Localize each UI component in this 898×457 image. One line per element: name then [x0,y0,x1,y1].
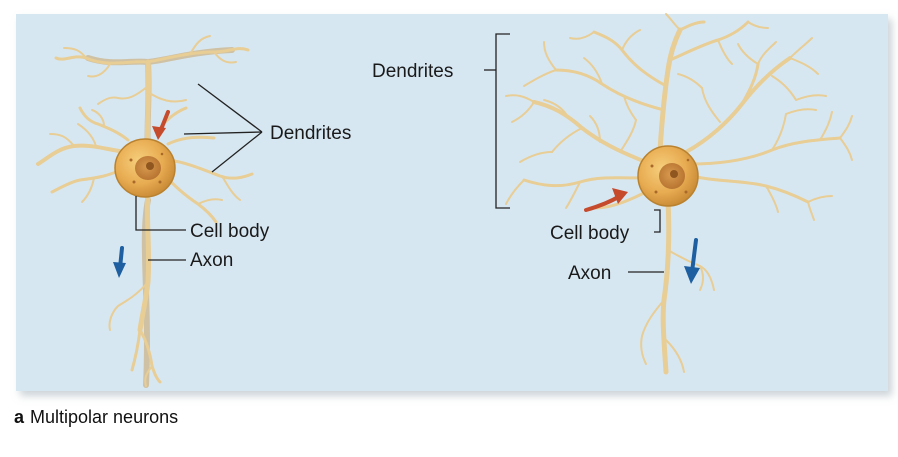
left-axon-label: Axon [190,250,233,271]
left-leader-lines [135,83,263,261]
diagram-panel [16,14,888,391]
left-neuron [36,35,254,388]
caption-letter: a [14,407,25,427]
right-cell-body-label: Cell body [550,223,630,244]
output-signal-arrow-icon [113,246,126,278]
right-axon-label: Axon [568,263,611,284]
input-signal-arrow-icon [584,188,628,212]
dendrites-bracket [495,33,510,209]
input-signal-arrow-icon [152,110,170,140]
caption-text: Multipolar neurons [30,407,179,427]
left-cell-body-label: Cell body [190,221,270,242]
output-signal-arrow-icon [684,238,700,284]
right-neuron [505,13,853,375]
right-dendrites-label: Dendrites [372,61,453,82]
right-leader-lines [484,33,664,273]
left-dendrites-label: Dendrites [270,123,351,144]
